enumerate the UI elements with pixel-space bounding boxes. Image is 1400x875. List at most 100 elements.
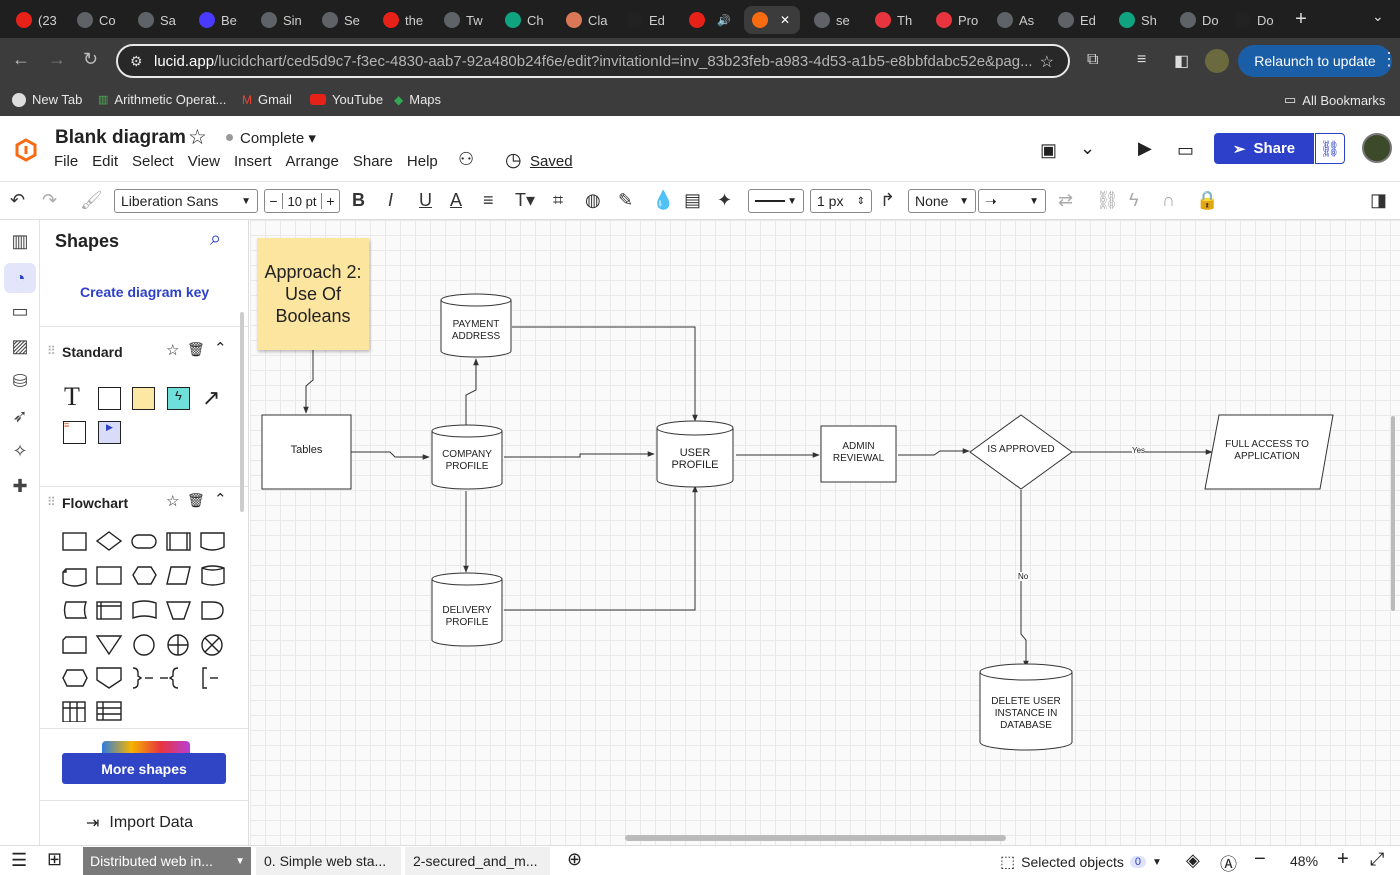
present-icon[interactable]: ▶	[1138, 138, 1152, 158]
browser-tab[interactable]: Se	[314, 6, 372, 34]
bookmark-new-tab[interactable]: New Tab	[12, 92, 82, 107]
bold-icon[interactable]: B	[352, 190, 365, 210]
sticky-note-shape[interactable]	[132, 387, 155, 410]
browser-tab[interactable]: Th	[867, 6, 925, 34]
menu-edit[interactable]: Edit	[92, 153, 119, 170]
action-shape[interactable]: ϟ	[167, 387, 190, 410]
trash-icon[interactable]: 🗑	[187, 492, 205, 508]
clock-icon[interactable]: ◷	[505, 150, 522, 171]
close-tab-icon[interactable]: ✕	[780, 13, 791, 27]
browser-tab[interactable]: Cla	[558, 6, 616, 34]
page-tab-2[interactable]: 0. Simple web sta...	[256, 847, 401, 875]
font-select[interactable]: Liberation Sans▼	[114, 189, 258, 213]
diagram-canvas[interactable]: Approach 2: Use Of Booleans Tables PAYME…	[250, 220, 1400, 845]
add-page-icon[interactable]: ⊕	[567, 849, 583, 869]
layers-icon[interactable]: ◈	[1186, 850, 1200, 870]
drag-handle-icon[interactable]: ⠿	[47, 344, 56, 358]
text-options-icon[interactable]: T▾	[515, 190, 536, 210]
rectangle-shape[interactable]	[98, 387, 121, 410]
line-style-select[interactable]: ▼	[748, 189, 804, 213]
swap-icon[interactable]: ⇄	[1058, 190, 1074, 210]
delete-cylinder[interactable]	[979, 663, 1073, 751]
flowchart-title[interactable]: Flowchart	[62, 495, 129, 511]
link-icon[interactable]: ⛓	[1096, 190, 1119, 210]
bookmark-star-icon[interactable]: ☆	[1039, 54, 1054, 71]
browser-tab[interactable]: Do	[1227, 6, 1285, 34]
tables-shape[interactable]	[261, 414, 352, 490]
menu-share[interactable]: Share	[352, 153, 393, 170]
browser-tab[interactable]: Be	[191, 6, 249, 34]
align-icon[interactable]: ≡	[483, 190, 494, 210]
admin-shape[interactable]	[820, 425, 897, 483]
italic-icon[interactable]: I	[388, 190, 394, 210]
browser-tab[interactable]: Tw	[436, 6, 494, 34]
undo-icon[interactable]: ↶	[10, 190, 26, 210]
connector-payment-user[interactable]	[512, 326, 698, 422]
extensions-icon[interactable]: ⧉	[1087, 51, 1099, 68]
menu-file[interactable]: File	[54, 153, 79, 170]
flowchart-shapes-grid[interactable]	[60, 527, 230, 722]
connector-delivery-user[interactable]	[504, 485, 698, 611]
menu-insert[interactable]: Insert	[233, 153, 272, 170]
browser-tab[interactable]: se	[806, 6, 864, 34]
text-color-icon[interactable]: A	[450, 190, 463, 210]
lucid-logo-icon[interactable]	[14, 138, 38, 162]
frames-icon[interactable]: ▭	[11, 300, 29, 321]
document-title[interactable]: Blank diagram	[55, 127, 186, 148]
saved-link[interactable]: Saved	[530, 153, 573, 170]
browser-tab[interactable]: Sa	[130, 6, 188, 34]
shapes-icon[interactable]: ◔	[4, 263, 36, 293]
browser-tab[interactable]: (23	[8, 6, 66, 34]
vertical-scrollbar[interactable]	[1391, 416, 1395, 611]
collapse-icon[interactable]: ⌃	[214, 491, 227, 508]
fullscreen-icon[interactable]: ⤢	[1370, 849, 1385, 869]
more-shapes-button[interactable]: More shapes	[62, 753, 226, 784]
redo-icon[interactable]: ↷	[42, 190, 58, 210]
collaborators-icon[interactable]: ⚇	[458, 149, 475, 169]
line-color-icon[interactable]: ✎	[618, 190, 634, 210]
new-tab-button[interactable]: +	[1295, 8, 1307, 30]
chevron-down-icon[interactable]: ⌄	[1080, 138, 1096, 158]
magic-wand-icon[interactable]: ✦	[717, 190, 733, 210]
reload-icon[interactable]: ↻	[83, 49, 99, 69]
full-access-shape[interactable]	[1204, 414, 1334, 490]
side-panel-icon[interactable]: ◧	[1174, 53, 1190, 70]
connector-company-user[interactable]	[504, 451, 655, 458]
sticky-note[interactable]: Approach 2: Use Of Booleans	[257, 238, 369, 350]
copy-link-button[interactable]: ⛓	[1315, 133, 1345, 164]
browser-tab[interactable]: Pro	[928, 6, 986, 34]
star-icon[interactable]: ☆	[166, 493, 180, 510]
forward-icon[interactable]: →	[48, 49, 66, 69]
fill-color-icon[interactable]: ◍	[585, 190, 601, 210]
browser-tab[interactable]: the	[375, 6, 433, 34]
zoom-level[interactable]: 48%	[1290, 853, 1319, 869]
horizontal-scrollbar[interactable]	[625, 835, 1006, 841]
increase-icon[interactable]: +	[320, 193, 339, 209]
menu-kebab-icon[interactable]: ⋮	[1380, 49, 1398, 69]
ai-sparkle-icon[interactable]: ✧	[12, 440, 28, 461]
drag-handle-icon[interactable]: ⠿	[47, 495, 56, 509]
browser-tab[interactable]: As	[989, 6, 1047, 34]
bookmark-youtube[interactable]: YouTube	[310, 92, 383, 107]
list-shape[interactable]: ≡	[63, 421, 86, 444]
star-icon[interactable]: ☆	[166, 342, 180, 359]
browser-tab[interactable]: Sh	[1111, 6, 1169, 34]
lock-icon[interactable]: 🔒	[1196, 190, 1219, 210]
media-icon[interactable]: ≡	[1137, 51, 1147, 68]
integrations-icon[interactable]: ✚	[12, 475, 28, 496]
browser-tab[interactable]: Ed	[619, 6, 677, 34]
delivery-cylinder[interactable]	[431, 572, 503, 647]
data-icon[interactable]: ⛁	[12, 370, 28, 391]
user-avatar[interactable]	[1362, 133, 1392, 163]
page-tab-active[interactable]: Distributed web in...▼	[83, 847, 251, 875]
relaunch-button[interactable]: Relaunch to update	[1238, 45, 1392, 77]
connector-company-payment[interactable]	[465, 358, 479, 425]
browser-tab[interactable]: Sin	[253, 6, 311, 34]
browser-tab[interactable]: Do	[1172, 6, 1230, 34]
zoom-out-icon[interactable]: −	[1254, 848, 1266, 870]
accessibility-icon[interactable]: Ⓐ	[1220, 855, 1237, 874]
comments-icon[interactable]: ▣	[1040, 140, 1058, 160]
magnet-icon[interactable]: ∩	[1162, 190, 1175, 210]
arrow-start-select[interactable]: None▼	[908, 189, 976, 213]
browser-tab[interactable]: 🔊	[681, 6, 739, 34]
